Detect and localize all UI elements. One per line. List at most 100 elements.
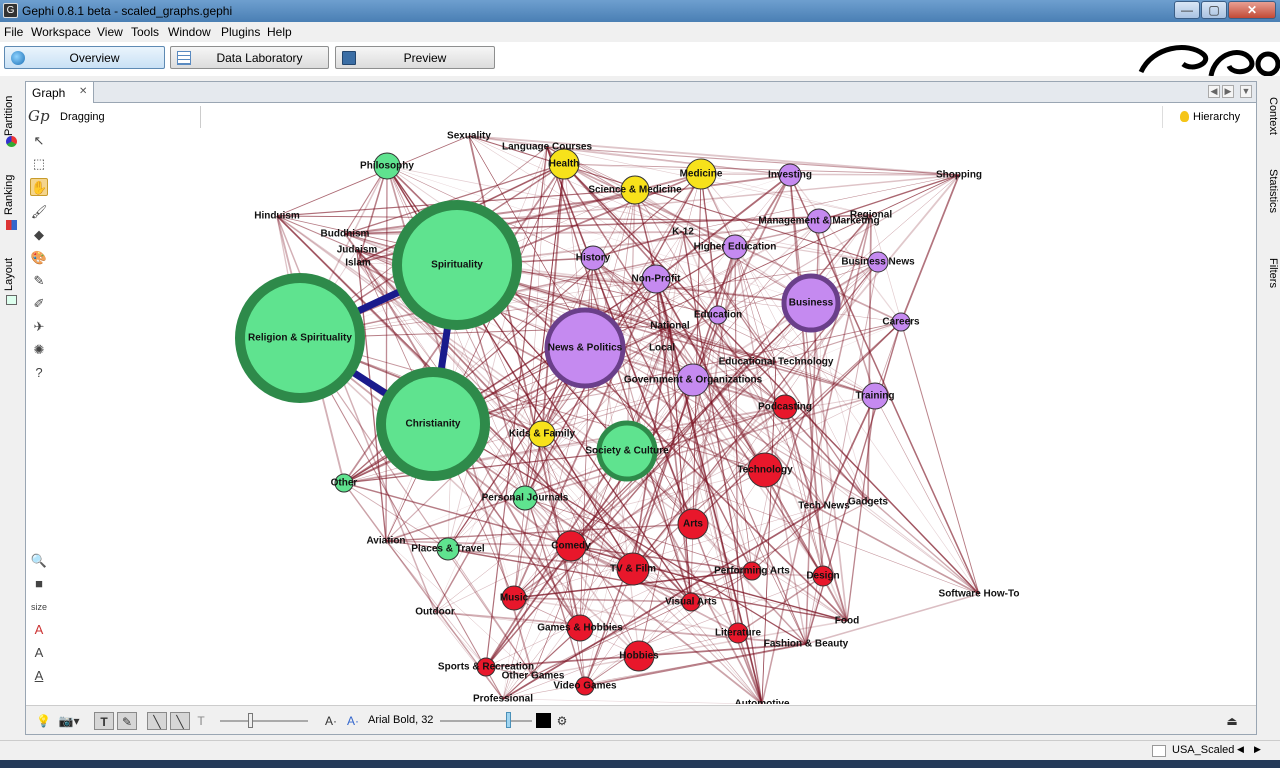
graph-node[interactable]: Sports & Recreation	[438, 657, 534, 677]
graph-node[interactable]: Arts	[677, 508, 709, 540]
node-circle[interactable]	[685, 158, 717, 190]
graph-node[interactable]: Business	[781, 273, 841, 333]
brush-icon[interactable]: 🖌	[30, 204, 48, 219]
heat-map-icon[interactable]: ✺	[33, 342, 45, 357]
graph-node[interactable]: Literature	[715, 622, 762, 644]
graph-node[interactable]: Hobbies	[619, 640, 659, 672]
node-circle[interactable]	[812, 565, 834, 587]
hierarchy-button[interactable]: Hierarchy	[1162, 106, 1256, 128]
tab-partition[interactable]: Partition	[3, 95, 15, 136]
label-color-swatch[interactable]	[536, 713, 551, 728]
node-circle[interactable]	[373, 152, 401, 180]
font-label[interactable]: Arial Bold, 32	[368, 714, 434, 726]
node-circle[interactable]	[476, 657, 496, 677]
label-size-icon[interactable]: A	[34, 645, 44, 660]
node-circle[interactable]	[806, 208, 832, 234]
graph-node[interactable]: Philosophy	[360, 152, 414, 180]
node-circle[interactable]	[681, 592, 701, 612]
help-pointer-icon[interactable]: ?	[35, 365, 43, 380]
palette-icon[interactable]: 🎨	[30, 250, 48, 265]
tab-statistics[interactable]: Statistics	[1267, 168, 1279, 213]
hide-labels-icon[interactable]: ✎	[117, 712, 137, 730]
node-circle[interactable]	[620, 175, 650, 205]
show-labels-icon[interactable]: T	[94, 712, 114, 730]
label-settings-icon[interactable]: ⚙	[556, 714, 568, 728]
graph-node[interactable]: Religion & Spirituality	[235, 273, 365, 403]
menu-workspace[interactable]: Workspace	[31, 25, 91, 39]
node-circle[interactable]	[235, 273, 365, 403]
graph-node[interactable]: Personal Journals	[482, 485, 569, 511]
graph-node[interactable]: TV & Film	[610, 552, 656, 586]
zoom-icon[interactable]: 🔍	[30, 553, 48, 568]
node-circle[interactable]	[747, 452, 783, 488]
label-color-icon[interactable]: A	[34, 622, 44, 637]
workspace-name[interactable]: USA_Scaled	[1172, 744, 1235, 756]
node-circle[interactable]	[772, 394, 798, 420]
graph-node[interactable]: Games & Hobbies	[537, 614, 623, 642]
graph-node[interactable]: Education	[694, 305, 742, 325]
node-circle[interactable]	[781, 273, 841, 333]
node-circle[interactable]	[861, 382, 889, 410]
graph-node[interactable]: Design	[806, 565, 840, 587]
menu-file[interactable]: File	[4, 25, 24, 39]
menu-window[interactable]: Window	[168, 25, 211, 39]
graph-node[interactable]: Health	[548, 148, 580, 180]
node-circle[interactable]	[616, 552, 650, 586]
tab-list-icon[interactable]: ▼	[1240, 85, 1252, 98]
graph-node[interactable]: Business News	[841, 251, 915, 273]
collapse-icon[interactable]: ⏏	[1226, 714, 1238, 728]
tab-filters[interactable]: Filters	[1267, 257, 1279, 288]
node-circle[interactable]	[641, 264, 671, 294]
minimize-button[interactable]: —	[1174, 1, 1200, 19]
node-circle[interactable]	[623, 640, 655, 672]
graph-node[interactable]: Higher Education	[694, 234, 777, 260]
graph-node[interactable]: Places & Travel	[411, 537, 485, 561]
font-size-increase-icon[interactable]: A·	[347, 714, 359, 728]
lightbulb-icon[interactable]: 💡	[36, 714, 51, 728]
screenshot-icon[interactable]: 📷▾	[58, 714, 80, 728]
background-color-icon[interactable]: ■	[35, 576, 43, 591]
tab-ranking[interactable]: Ranking	[3, 174, 15, 216]
menu-help[interactable]: Help	[267, 25, 292, 39]
diamond-icon[interactable]: ◆	[34, 227, 44, 242]
graph-node[interactable]: History	[576, 245, 611, 271]
edge-pencil-icon[interactable]: ✐	[33, 296, 45, 311]
maximize-button[interactable]: ▢	[1201, 1, 1227, 19]
node-circle[interactable]	[727, 622, 749, 644]
node-circle[interactable]	[742, 561, 762, 581]
graph-node[interactable]: Christianity	[376, 367, 490, 481]
label-font-icon[interactable]: A	[34, 668, 44, 683]
scroll-right-icon[interactable]: ▶	[1222, 85, 1234, 98]
menu-plugins[interactable]: Plugins	[221, 25, 261, 39]
tab-context[interactable]: Context	[1267, 96, 1279, 135]
node-circle[interactable]	[548, 148, 580, 180]
data-laboratory-button[interactable]: Data Laboratory	[170, 46, 329, 69]
scroll-left-icon[interactable]: ◀	[1208, 85, 1220, 98]
graph-node[interactable]: Investing	[768, 163, 812, 187]
graph-node[interactable]: Visual Arts	[665, 592, 717, 612]
graph-node[interactable]: Podcasting	[758, 394, 812, 420]
node-circle[interactable]	[867, 251, 889, 273]
rectangle-select-icon[interactable]: ⬚	[32, 156, 46, 171]
edge-scale-slider[interactable]	[220, 720, 308, 722]
size-label[interactable]: size	[30, 602, 47, 612]
preview-button[interactable]: Preview	[335, 46, 495, 69]
tab-layout[interactable]: Layout	[3, 257, 15, 292]
node-circle[interactable]	[708, 305, 728, 325]
close-button[interactable]: ✕	[1228, 1, 1276, 19]
graph-node[interactable]: Government & Organizations	[624, 363, 763, 397]
graph-node[interactable]: Spirituality	[392, 200, 522, 330]
edges-icon[interactable]: ╲	[147, 712, 167, 730]
node-circle[interactable]	[580, 245, 606, 271]
graph-node[interactable]: Technology	[737, 452, 793, 488]
edge-scale-thumb[interactable]	[248, 713, 253, 728]
node-circle[interactable]	[555, 530, 587, 562]
graph-node[interactable]: Careers	[882, 312, 920, 332]
next-workspace-icon[interactable]: ▶	[1254, 744, 1261, 754]
graph-node[interactable]: Comedy	[551, 530, 591, 562]
node-circle[interactable]	[596, 420, 658, 482]
shortest-path-icon[interactable]: ✈	[33, 319, 45, 334]
graph-node[interactable]: Non-Profit	[632, 264, 682, 294]
node-circle[interactable]	[501, 585, 527, 611]
node-circle[interactable]	[392, 200, 522, 330]
